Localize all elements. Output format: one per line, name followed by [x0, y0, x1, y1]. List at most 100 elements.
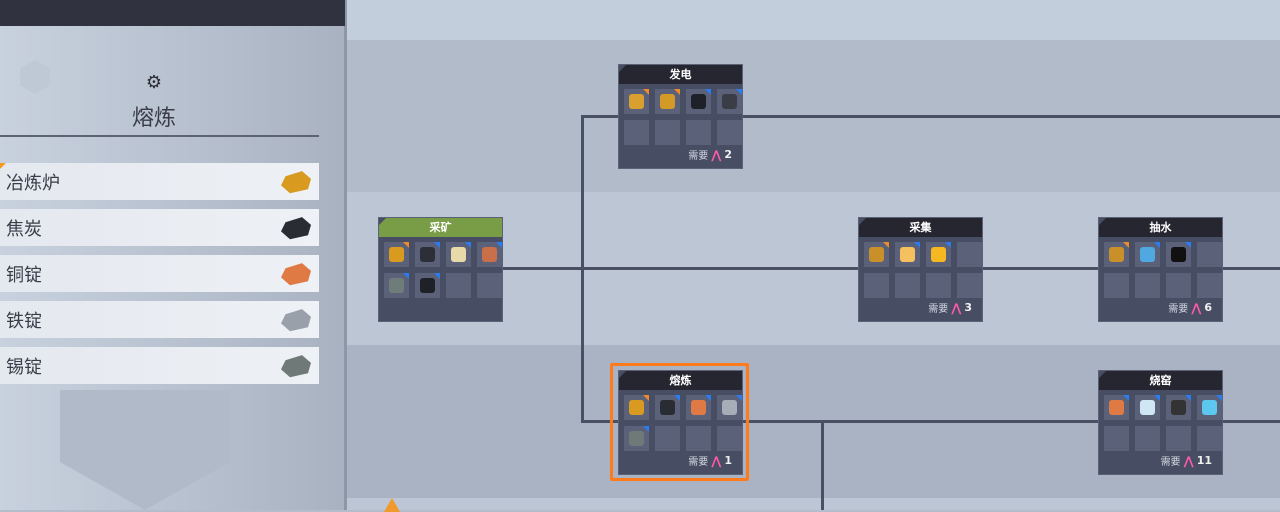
sidebar-item[interactable]: 焦炭 [0, 209, 319, 246]
item-slot[interactable] [686, 395, 711, 420]
cursor-arrow-icon [384, 498, 400, 512]
item-slot[interactable] [1197, 242, 1222, 267]
connector [742, 420, 1280, 423]
item-slot[interactable] [895, 242, 920, 267]
resource-item-icon [722, 94, 737, 109]
top-bar [0, 0, 345, 26]
item-slot[interactable] [1104, 426, 1129, 451]
item-slot[interactable] [477, 242, 502, 267]
building-item-icon [629, 94, 644, 109]
category-title: 熔炼 [131, 106, 176, 131]
connector [581, 115, 584, 423]
tech-node-pump[interactable]: 抽水需要⋀6 [1098, 217, 1223, 322]
item-slot[interactable] [1104, 242, 1129, 267]
tech-node-smelt[interactable]: 熔炼需要⋀1 [618, 370, 743, 475]
item-slot[interactable] [957, 242, 982, 267]
tech-node-mining[interactable]: 采矿 [378, 217, 503, 322]
item-slot[interactable] [1166, 426, 1191, 451]
resource-item-icon [451, 247, 466, 262]
item-slot[interactable] [1104, 395, 1129, 420]
item-slot[interactable] [624, 120, 649, 145]
item-slot[interactable] [624, 426, 649, 451]
connector [742, 115, 1280, 118]
item-slot[interactable] [864, 242, 889, 267]
item-slot[interactable] [717, 426, 742, 451]
sidebar-item[interactable]: 冶炼炉 [0, 163, 319, 200]
item-slot[interactable] [686, 120, 711, 145]
item-slot[interactable] [864, 273, 889, 298]
item-slot[interactable] [686, 426, 711, 451]
item-slot[interactable] [686, 89, 711, 114]
tag-corner [705, 395, 711, 401]
sidebar-item[interactable]: 铜锭 [0, 255, 319, 292]
item-slot[interactable] [415, 242, 440, 267]
item-slot[interactable] [717, 395, 742, 420]
resource-item-icon [1140, 400, 1155, 415]
sidebar-item[interactable]: 铁锭 [0, 301, 319, 338]
tag-corner [705, 89, 711, 95]
node-title: 烧窑 [1099, 371, 1222, 390]
resource-item-icon [1171, 247, 1186, 262]
item-slot[interactable] [1166, 273, 1191, 298]
item-slot[interactable] [1135, 273, 1160, 298]
tech-node-power[interactable]: 发电需要⋀2 [618, 64, 743, 169]
item-slot[interactable] [1166, 242, 1191, 267]
item-slot[interactable] [415, 273, 440, 298]
item-slot[interactable] [1135, 242, 1160, 267]
item-slot[interactable] [1197, 273, 1222, 298]
resource-item-icon [691, 94, 706, 109]
tag-corner [434, 273, 440, 279]
connector [581, 115, 619, 118]
tech-node-kiln[interactable]: 烧窑需要⋀11 [1098, 370, 1223, 475]
item-slot[interactable] [624, 395, 649, 420]
item-slot[interactable] [1135, 426, 1160, 451]
lane-band [345, 498, 1280, 510]
tag-corner [465, 242, 471, 248]
requirement-count: 2 [724, 148, 732, 161]
requirement-count: 11 [1196, 454, 1212, 467]
item-slot[interactable] [957, 273, 982, 298]
item-slot[interactable] [446, 273, 471, 298]
item-slot[interactable] [624, 89, 649, 114]
requirement: 需要⋀6 [1168, 300, 1212, 316]
item-slot[interactable] [717, 89, 742, 114]
tag-corner [403, 273, 409, 279]
item-slot[interactable] [1104, 273, 1129, 298]
tag-corner [643, 395, 649, 401]
selection-frame [610, 363, 749, 481]
item-slot[interactable] [717, 120, 742, 145]
item-slot[interactable] [655, 395, 680, 420]
item-slot[interactable] [926, 273, 951, 298]
tech-point-icon: ⋀ [951, 300, 962, 315]
item-slot[interactable] [1166, 395, 1191, 420]
tag-corner [1123, 395, 1129, 401]
item-slot[interactable] [1197, 426, 1222, 451]
sidebar-item-label: 锡锭 [6, 356, 42, 378]
item-slot[interactable] [1197, 395, 1222, 420]
tech-point-icon: ⋀ [711, 453, 722, 468]
sidebar-item-label: 铁锭 [6, 310, 42, 332]
building-item-icon [869, 247, 884, 262]
item-slot[interactable] [384, 242, 409, 267]
item-slot[interactable] [926, 242, 951, 267]
item-slot[interactable] [477, 273, 502, 298]
item-slot[interactable] [446, 242, 471, 267]
item-slot[interactable] [384, 273, 409, 298]
tech-point-icon: ⋀ [711, 147, 722, 162]
tech-node-gather[interactable]: 采集需要⋀3 [858, 217, 983, 322]
connector [821, 420, 824, 510]
requirement-label: 需要 [688, 151, 709, 162]
requirement-label: 需要 [688, 457, 709, 468]
item-slot[interactable] [895, 273, 920, 298]
item-slot[interactable] [655, 426, 680, 451]
sidebar-item-label: 铜锭 [6, 264, 42, 286]
item-slot[interactable] [655, 120, 680, 145]
item-slot[interactable] [1135, 395, 1160, 420]
requirement: 需要⋀1 [688, 453, 732, 469]
requirement: 需要⋀2 [688, 147, 732, 163]
item-slot[interactable] [655, 89, 680, 114]
sidebar-item[interactable]: 锡锭 [0, 347, 319, 384]
tag-corner [1154, 242, 1160, 248]
tag-corner [643, 89, 649, 95]
building-item-icon [660, 94, 675, 109]
